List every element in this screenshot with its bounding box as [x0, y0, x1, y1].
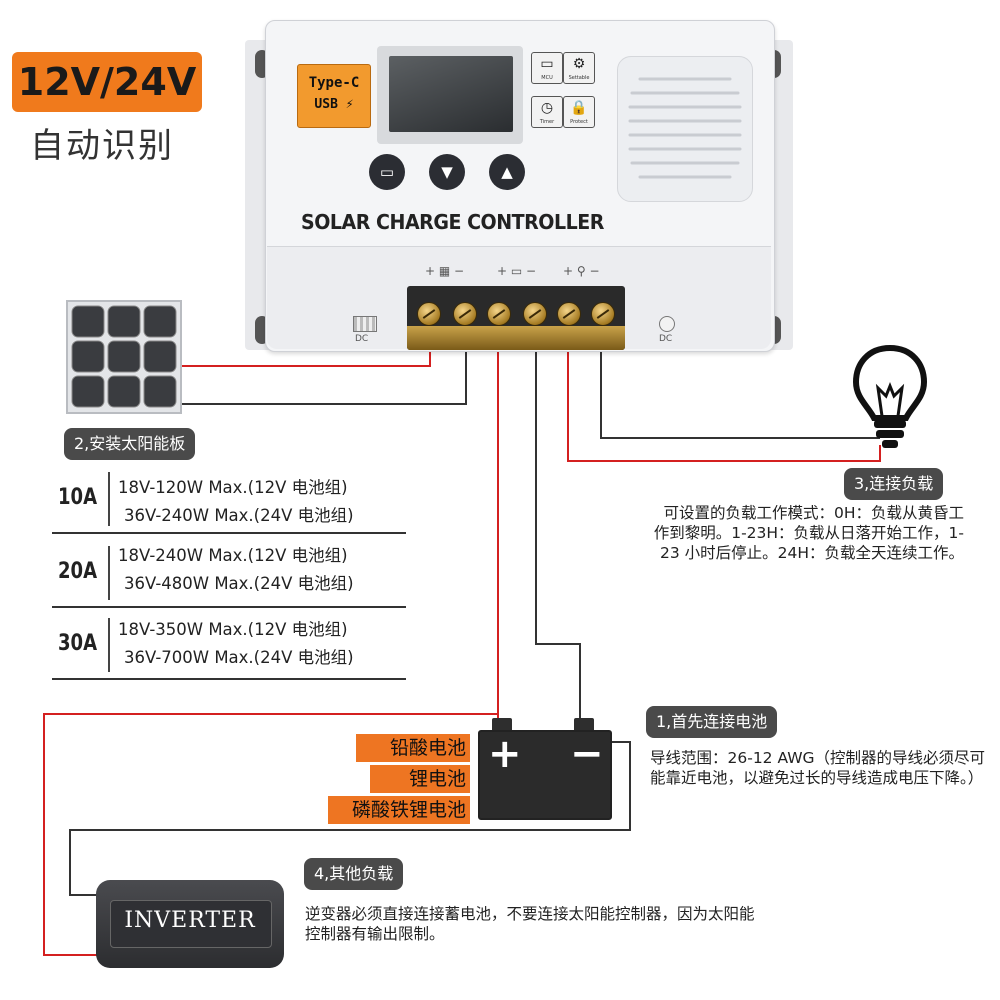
inverter-label: 4,其他负载: [304, 858, 404, 890]
spec-amp: 30A: [58, 631, 98, 656]
menu-icon: ▭: [379, 163, 395, 181]
dc-label-right: DC: [659, 334, 673, 344]
battery-terminal-icon: + ▭ −: [497, 264, 537, 278]
spec-amp: 10A: [58, 485, 98, 510]
terminal-solar-positive[interactable]: [417, 302, 441, 326]
solar-terminal-icon: + ▦ −: [425, 264, 465, 278]
lcd-screen: [389, 56, 513, 132]
usb-port-label: Type-C USB ⚡: [297, 64, 371, 128]
battery: + −: [478, 712, 612, 820]
light-bulb-icon: [850, 344, 930, 452]
dc-solar-icon: [353, 316, 377, 332]
dc-lamp-icon: [659, 316, 675, 332]
terminal-solar-negative[interactable]: [453, 302, 477, 326]
inverter-name: INVERTER: [124, 908, 256, 933]
battery-minus-sign: −: [570, 731, 604, 777]
dc-label-left: DC: [355, 334, 369, 344]
inverter-panel: [110, 900, 272, 948]
battery-type-lifepo4: 磷酸铁锂电池: [328, 796, 470, 824]
solar-cells: [71, 305, 177, 408]
battery-terminal-negative: [574, 718, 594, 730]
usb-text: USB ⚡: [314, 97, 354, 112]
inverter: INVERTER: [96, 880, 284, 968]
voltage-badge-text: 12V/24V: [17, 60, 197, 104]
load-negative-wire: [600, 320, 880, 439]
spec-divider: [108, 618, 110, 672]
solar-panel: [66, 300, 182, 414]
spec-line-12v: 18V-240W Max.(12V 电池组): [118, 546, 348, 565]
voltage-badge: 12V/24V: [12, 52, 202, 112]
battery-terminal-positive: [492, 718, 512, 730]
spec-row-20a: 20A 18V-240W Max.(12V 电池组) 36V-480W Max.…: [52, 540, 406, 608]
auto-detect-text: 自动识别: [30, 126, 174, 166]
terminal-block-base: [407, 326, 625, 350]
load-terminal-icon: + ⚲ −: [563, 264, 600, 278]
spec-row-10a: 10A 18V-120W Max.(12V 电池组) 36V-240W Max.…: [52, 466, 406, 534]
type-c-text: Type-C: [308, 75, 360, 91]
spec-line-24v: 36V-480W Max.(24V 电池组): [124, 574, 354, 593]
spec-divider: [108, 472, 110, 526]
inverter-negative-wire: [69, 741, 631, 896]
battery-body: [478, 730, 612, 820]
terminal-load-positive[interactable]: [557, 302, 581, 326]
load-positive-wire: [567, 320, 881, 462]
controller-title: SOLAR CHARGE CONTROLLER: [301, 210, 604, 234]
multiple-timer-icon: ◷Timer: [531, 96, 563, 128]
up-arrow-icon: ▲: [501, 163, 513, 181]
vent-slots: [628, 77, 742, 179]
battery-description: 导线范围：26-12 AWG（控制器的导线必须尽可能靠近电池，以避免过长的导线造…: [650, 749, 986, 787]
down-arrow-icon: ▼: [441, 163, 453, 181]
spec-amp: 20A: [58, 559, 98, 584]
spec-line-12v: 18V-120W Max.(12V 电池组): [118, 478, 348, 497]
settable-voltage-icon: ⚙Settable: [563, 52, 595, 84]
down-button[interactable]: ▼: [429, 154, 465, 190]
battery-label: 1,首先连接电池: [646, 706, 778, 738]
spec-line-24v: 36V-240W Max.(24V 电池组): [124, 506, 354, 525]
spec-line-12v: 18V-350W Max.(12V 电池组): [118, 620, 348, 639]
charge-controller: Type-C USB ⚡ ▭MCU ⚙Settable ◷Timer 🔒Prot…: [245, 20, 793, 352]
up-button[interactable]: ▲: [489, 154, 525, 190]
inverter-positive-wire: [43, 713, 498, 956]
load-label: 3,连接负载: [844, 468, 944, 500]
mcu-control-icon: ▭MCU: [531, 52, 563, 84]
terminal-battery-positive[interactable]: [487, 302, 511, 326]
terminal-load-negative[interactable]: [591, 302, 615, 326]
spec-divider: [108, 546, 110, 600]
battery-type-lead-acid: 铅酸电池: [356, 734, 470, 762]
battery-negative-wire: [535, 320, 581, 718]
spec-row-30a: 30A 18V-350W Max.(12V 电池组) 36V-700W Max.…: [52, 612, 406, 680]
spec-line-24v: 36V-700W Max.(24V 电池组): [124, 648, 354, 667]
solar-panel-label: 2,安装太阳能板: [64, 428, 196, 460]
menu-button[interactable]: ▭: [369, 154, 405, 190]
terminal-battery-negative[interactable]: [523, 302, 547, 326]
battery-plus-sign: +: [488, 731, 522, 777]
load-description: 可设置的负载工作模式：0H：负载从黄昏工作到黎明。1-23H：负载从日落开始工作…: [653, 504, 964, 562]
inverter-description: 逆变器必须直接连接蓄电池，不要连接太阳能控制器，因为太阳能控制器有输出限制。: [305, 905, 755, 943]
high-protect-icon: 🔒Protect: [563, 96, 595, 128]
vent-grille: [617, 56, 753, 202]
battery-type-lithium: 锂电池: [370, 765, 470, 793]
